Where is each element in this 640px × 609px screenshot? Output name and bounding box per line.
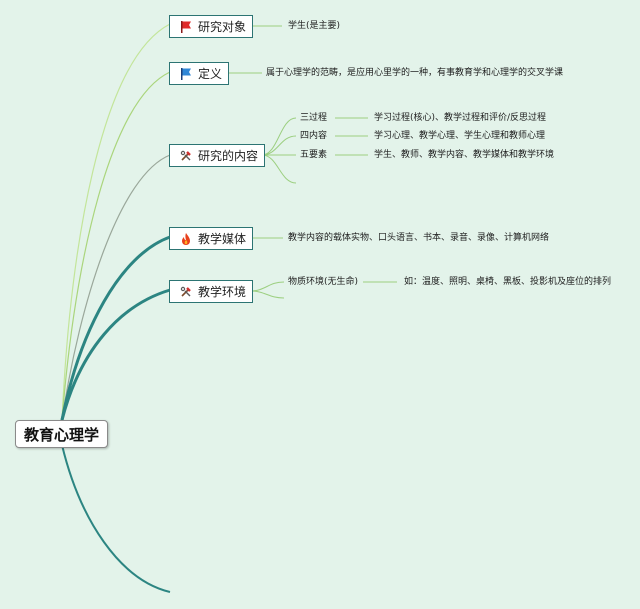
topic-definition[interactable]: 定义 [169, 62, 230, 85]
detail-definition: 属于心理学的范畴，是应用心里学的一种，有事教育学和心理学的交叉学课 [266, 68, 564, 78]
item-label-3-process: 三过程 [300, 113, 328, 123]
topic-teaching-media[interactable]: 教学媒体 [169, 227, 254, 250]
fire-icon [178, 231, 194, 247]
branch-line-teaching-environment [60, 288, 171, 421]
topic-research-content[interactable]: 研究的内容 [169, 144, 266, 167]
branch-line-research-object [61, 23, 171, 421]
tools-icon [178, 284, 194, 300]
topic-label: 教学媒体 [198, 232, 247, 246]
detail-research-object: 学生(是主要) [288, 21, 341, 31]
tools-icon [178, 148, 194, 164]
branch-line-research-content [61, 154, 171, 421]
item-detail-3-process: 学习过程(核心)、教学过程和评价/反思过程 [374, 113, 547, 123]
item-detail-physical-environment: 如：温度、照明、桌椅、黑板、投影机及座位的排列 [404, 277, 612, 287]
topic-label: 研究的内容 [198, 149, 259, 163]
item-detail-4-content: 学习心理、教学心理、学生心理和教师心理 [374, 131, 546, 141]
red-flag-icon [178, 19, 194, 35]
detail-teaching-media: 教学内容的载体实物、口头语言、书本、录音、录像、计算机网络 [288, 233, 550, 243]
topic-label: 教学环境 [198, 285, 247, 299]
item-label-4-content: 四内容 [300, 131, 328, 141]
item-detail-5-elements: 学生、教师、教学内容、教学媒体和教学环境 [374, 150, 555, 160]
root-topic[interactable]: 教育心理学 [15, 420, 108, 448]
branch-line-bottom [61, 444, 171, 593]
topic-teaching-environment[interactable]: 教学环境 [169, 280, 254, 303]
topic-research-object[interactable]: 研究对象 [169, 15, 254, 38]
blue-flag-icon [178, 66, 194, 82]
branch-line-definition [61, 71, 171, 421]
topic-label: 定义 [198, 67, 223, 81]
topic-label: 研究对象 [198, 20, 247, 34]
fan-teaching-environment [249, 281, 285, 299]
branch-line-teaching-media [60, 235, 171, 421]
item-label-physical-environment: 物质环境(无生命) [288, 277, 359, 287]
fan-research-content [261, 117, 297, 184]
item-label-5-elements: 五要素 [300, 150, 328, 160]
